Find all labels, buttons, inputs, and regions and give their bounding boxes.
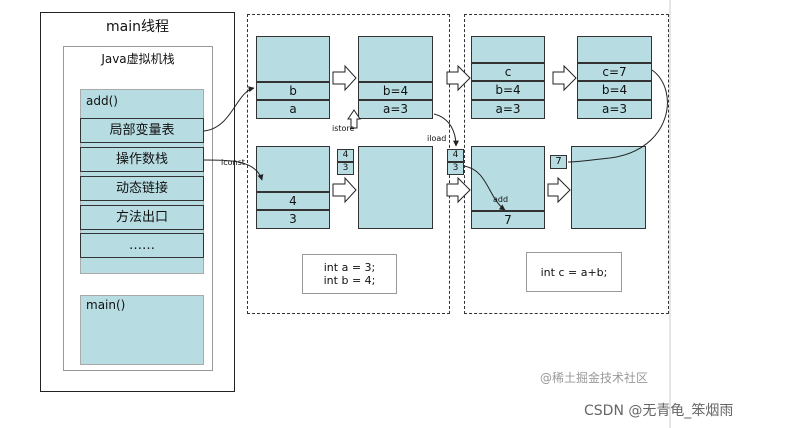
- label-iconst: iconst: [221, 158, 245, 167]
- add-curve-arrow: [463, 165, 506, 211]
- step1-locals-after-top: [358, 36, 433, 82]
- iload-curve-arrow: [433, 113, 459, 147]
- code-line-b: int b = 4;: [323, 274, 376, 287]
- slot-more: ……: [80, 233, 204, 258]
- step2-code-box: int c = a+b;: [526, 252, 622, 292]
- block-arrow-to-step2-locals: [446, 64, 471, 92]
- step2-local-b: b=4: [471, 81, 545, 100]
- store-c-curve-arrow: [567, 69, 668, 163]
- step2-local-a: a=3: [471, 100, 545, 119]
- step1-operand-3: 3: [256, 210, 330, 229]
- step2-local-c: c: [471, 63, 545, 81]
- slot-dynamic-linking: 动态链接: [80, 176, 204, 201]
- curve-locals-arrow: [203, 86, 255, 132]
- jvm-stack-title: Java虚拟机栈: [101, 52, 175, 66]
- curve-operand-arrow: [203, 159, 264, 181]
- step2-locals2-top: [577, 36, 652, 63]
- step2-group: [464, 14, 669, 314]
- label-add: add: [493, 195, 509, 204]
- block-arrow-to-step2-operand: [446, 176, 471, 204]
- block-arrow-step2-operand: [547, 176, 571, 204]
- code-line-a: int a = 3;: [323, 261, 376, 274]
- step2-local-b-value: b=4: [577, 81, 652, 100]
- istore-up-arrow: [347, 109, 361, 129]
- slot-local-variables: 局部变量表: [80, 118, 204, 143]
- step1-code-box: int a = 3; int b = 4;: [302, 254, 397, 294]
- step2-operand-empty: [571, 146, 646, 229]
- step1-mini-3: 3: [337, 162, 354, 175]
- main-thread-title: main线程: [106, 19, 169, 35]
- main-stack-frame: [80, 295, 204, 365]
- slot-operand-stack: 操作数栈: [80, 147, 204, 172]
- step1-locals-top: [256, 36, 330, 82]
- step1-local-b-value: b=4: [358, 82, 433, 100]
- block-arrow-step2-locals: [552, 64, 577, 92]
- block-arrow-step1-locals: [332, 64, 357, 92]
- step1-operand-empty: [358, 146, 433, 229]
- label-istore: istore: [332, 124, 355, 133]
- step1-operand-4: 4: [256, 192, 330, 210]
- block-arrow-step1-operand: [332, 176, 357, 204]
- step2-mini-4: 4: [447, 149, 464, 162]
- step2-local-c-value: c=7: [577, 63, 652, 81]
- step2-local-a-value: a=3: [577, 100, 652, 119]
- step2-locals1-top: [471, 36, 545, 63]
- step1-local-b: b: [256, 82, 330, 100]
- main-frame-label: main(): [86, 298, 126, 312]
- csdn-watermark: CSDN @无青龟_笨烟雨: [584, 403, 734, 419]
- slot-return-address: 方法出口: [80, 205, 204, 230]
- step1-mini-4: 4: [337, 149, 354, 162]
- step2-mini-3: 3: [447, 162, 464, 175]
- juejin-watermark: @稀土掘金技术社区: [540, 371, 649, 385]
- step1-operand-top: [256, 146, 330, 192]
- step2-operand-7: 7: [471, 211, 545, 229]
- step1-local-a-value: a=3: [358, 100, 433, 119]
- add-frame-label: add(): [86, 94, 118, 108]
- label-iload: iload: [427, 134, 447, 143]
- code-line-c: int c = a+b;: [540, 265, 608, 279]
- step2-mini-7: 7: [550, 155, 567, 169]
- step1-local-a: a: [256, 100, 330, 119]
